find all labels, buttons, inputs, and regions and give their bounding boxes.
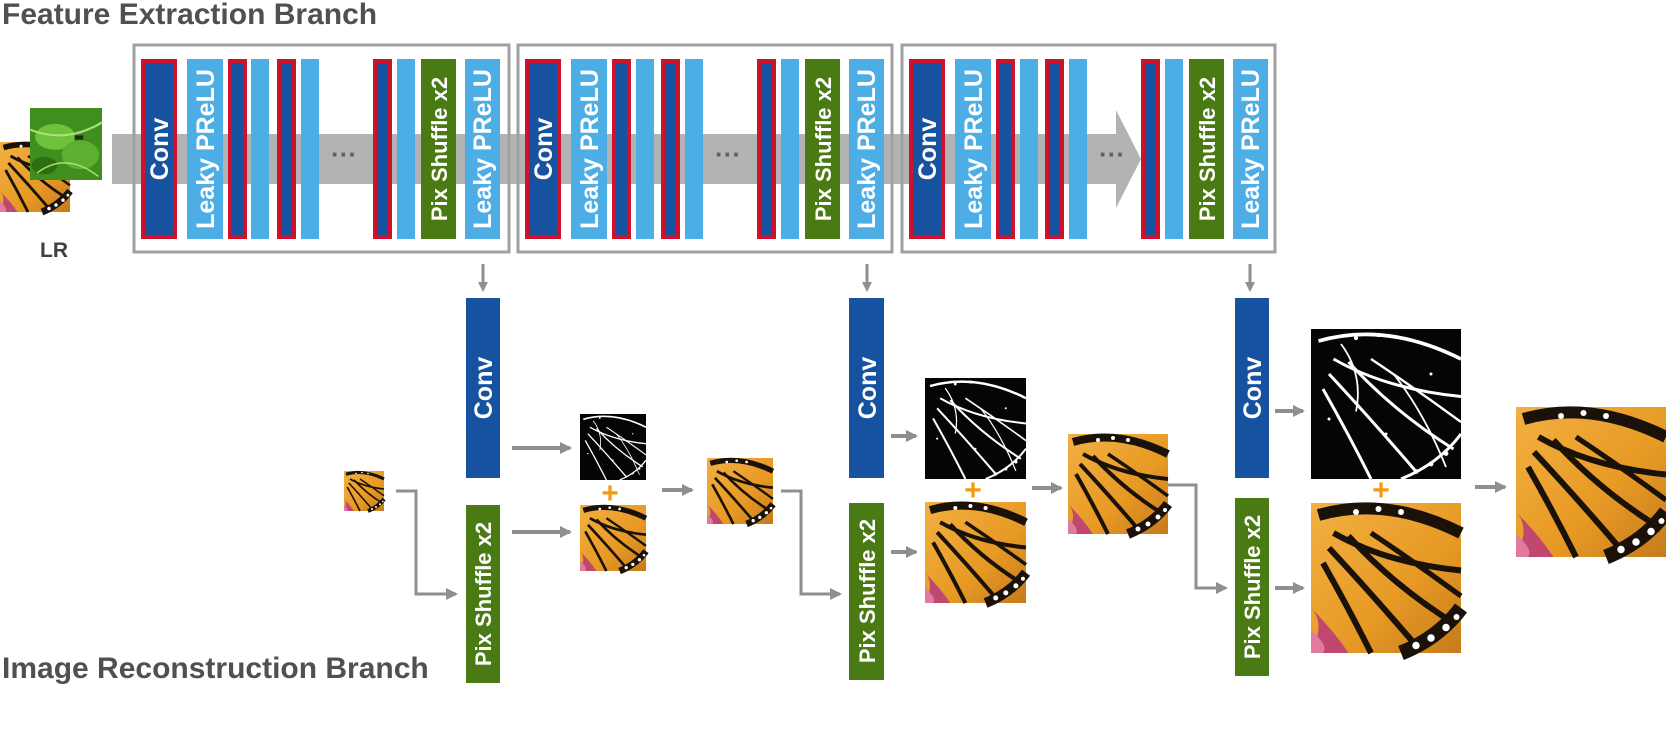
conv-block <box>849 298 884 478</box>
leaky-prelu-block <box>1165 59 1183 239</box>
stage-box-2 <box>516 43 894 254</box>
leaky-prelu-label: Leaky PReLU <box>960 69 988 229</box>
reconstruction-stage-1: Conv Pix Shuffle x2 + <box>344 298 773 683</box>
skip-arrow <box>1168 483 1228 594</box>
butterfly-edge-map <box>579 413 647 481</box>
leaky-prelu-block <box>571 59 607 239</box>
skip-arrow <box>396 489 458 600</box>
conv-block <box>909 59 945 239</box>
leaky-prelu-label: Leaky PReLU <box>1237 69 1265 229</box>
leaky-prelu-block <box>1069 59 1087 239</box>
pix-shuffle-label: Pix Shuffle x2 <box>1195 77 1220 221</box>
pix-shuffle-block <box>805 59 840 239</box>
pix-shuffle-label: Pix Shuffle x2 <box>427 77 452 221</box>
butterfly-upsampled <box>580 505 646 571</box>
conv-block <box>141 59 177 239</box>
butterfly-small-input <box>344 471 384 511</box>
leaf-thumbnail <box>28 106 104 182</box>
conv-block <box>373 59 392 239</box>
plus-sign: + <box>964 474 982 507</box>
conv-label: Conv <box>854 357 882 420</box>
conv-block <box>1235 298 1269 478</box>
leaky-prelu-block <box>849 59 884 239</box>
lr-input-image <box>0 106 104 212</box>
pix-shuffle-block <box>466 505 500 683</box>
pix-shuffle-block <box>421 59 456 239</box>
conv-label: Conv <box>530 118 558 181</box>
butterfly-output <box>1068 434 1168 534</box>
ellipsis: ··· <box>715 139 741 169</box>
stage-box-3 <box>900 43 1277 254</box>
leaky-prelu-block <box>187 59 223 239</box>
conv-block <box>1141 59 1160 239</box>
butterfly-edge-map <box>923 376 1028 481</box>
leaky-prelu-label: Leaky PReLU <box>576 69 604 229</box>
leaky-prelu-block <box>636 59 654 239</box>
conv-block <box>996 59 1015 239</box>
conv-block <box>466 298 500 478</box>
conv-block <box>1045 59 1064 239</box>
leaky-prelu-block <box>685 59 703 239</box>
stage-3-blocks: Conv Leaky PReLU ··· Pix Shuffle x2 Leak… <box>909 59 1268 239</box>
reconstruction-stage-2: Conv Pix Shuffle x2 + <box>781 298 1168 680</box>
leaky-prelu-block <box>955 59 991 239</box>
conv-block <box>757 59 776 239</box>
conv-block <box>525 59 561 239</box>
pix-shuffle-label: Pix Shuffle x2 <box>1240 515 1265 659</box>
leaky-prelu-block <box>251 59 269 239</box>
butterfly-output <box>707 458 773 524</box>
pix-shuffle-label: Pix Shuffle x2 <box>811 77 836 221</box>
conv-block <box>612 59 631 239</box>
butterfly-edge-map <box>1309 327 1463 481</box>
leaky-prelu-block <box>781 59 799 239</box>
pix-shuffle-label: Pix Shuffle x2 <box>471 522 496 666</box>
plus-sign: + <box>601 477 619 510</box>
pix-shuffle-block <box>849 503 884 680</box>
conv-block <box>228 59 247 239</box>
leaky-prelu-label: Leaky PReLU <box>192 69 220 229</box>
feature-extraction-title: Feature Extraction Branch <box>2 0 378 31</box>
leaky-prelu-block <box>397 59 415 239</box>
conv-label: Conv <box>470 357 498 420</box>
conv-label: Conv <box>146 118 174 181</box>
ellipsis: ··· <box>331 139 357 169</box>
leaky-prelu-block <box>1233 59 1268 239</box>
butterfly-upsampled <box>925 502 1026 603</box>
butterfly-upsampled <box>1311 503 1461 653</box>
butterfly-final-output <box>1516 407 1666 557</box>
conv-label: Conv <box>1239 357 1267 420</box>
reconstruction-stage-3: Conv Pix Shuffle x2 + <box>1168 298 1666 676</box>
lr-label: LR <box>40 239 68 262</box>
leaky-prelu-block <box>465 59 500 239</box>
pix-shuffle-label: Pix Shuffle x2 <box>855 519 880 663</box>
pix-shuffle-block <box>1235 498 1269 676</box>
image-reconstruction-title: Image Reconstruction Branch <box>2 652 429 685</box>
skip-arrow <box>781 489 842 600</box>
conv-block <box>661 59 680 239</box>
leaky-prelu-label: Leaky PReLU <box>853 69 881 229</box>
stage-2-blocks: Conv Leaky PReLU ··· Pix Shuffle x2 Leak… <box>525 59 884 239</box>
conv-label: Conv <box>914 118 942 181</box>
leaky-prelu-label: Leaky PReLU <box>469 69 497 229</box>
plus-sign: + <box>1372 474 1390 507</box>
conv-block <box>277 59 296 239</box>
stage-1-blocks: Conv Leaky PReLU ··· Pix Shuffle x2 Leak… <box>141 59 500 239</box>
leaky-prelu-block <box>301 59 319 239</box>
pix-shuffle-block <box>1189 59 1224 239</box>
leaky-prelu-block <box>1020 59 1038 239</box>
stage-box-1 <box>132 43 511 254</box>
ellipsis: ··· <box>1099 139 1125 169</box>
